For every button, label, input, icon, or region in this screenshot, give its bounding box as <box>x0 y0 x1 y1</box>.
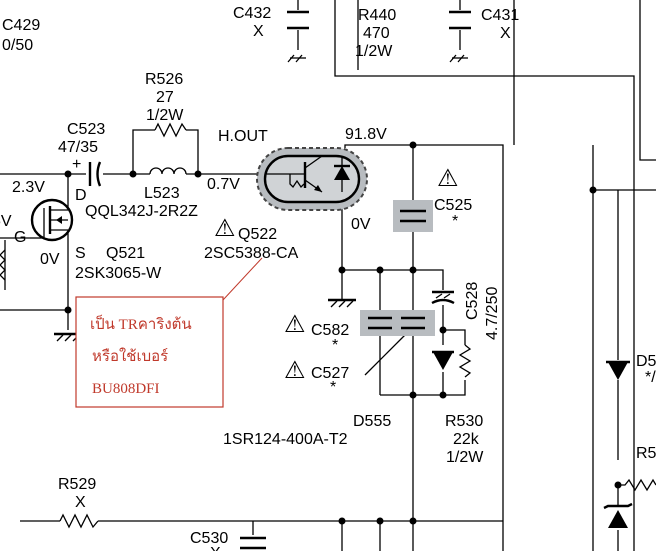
capacitor-c528-symbol <box>431 290 455 305</box>
resistor-left-partial-symbol <box>0 249 6 281</box>
label-91-8v: 91.8V <box>345 126 387 143</box>
label-pin-d: D <box>75 187 87 204</box>
capacitor-c431-symbol <box>449 10 471 63</box>
capacitor-c582-c527-symbol <box>360 310 435 336</box>
label-c527-mark: * <box>330 379 336 396</box>
label-0-7v: 0.7V <box>207 176 240 193</box>
annotation-box <box>75 296 224 408</box>
label-c525-ref: C525 <box>434 197 472 214</box>
label-d555-part: 1SR124-400A-T2 <box>223 431 348 448</box>
mosfet-q521-symbol <box>30 198 74 242</box>
capacitor-c525-symbol <box>393 200 433 232</box>
label-r529-value: X <box>75 494 86 511</box>
label-q521-ref: Q521 <box>106 245 145 262</box>
label-c530-value: X <box>210 545 221 551</box>
label-c429-ref: C429 <box>2 17 40 34</box>
resistor-r529-symbol <box>59 513 99 529</box>
label-r529-ref: R529 <box>58 476 96 493</box>
label-c523-value: 47/35 <box>58 139 98 156</box>
label-d5-partial-ref: D5 <box>636 353 656 370</box>
label-r440-ref: R440 <box>358 7 396 24</box>
warning-icon: ⚠ <box>437 164 459 192</box>
label-r440-value: 470 <box>363 25 390 42</box>
label-partial-v: 6V <box>0 213 12 230</box>
diode-d5-partial-symbol <box>606 360 630 380</box>
label-l523-ref: L523 <box>144 185 180 202</box>
warning-icon-group: ⚠ ⚠ ⚠ ⚠ <box>214 164 459 384</box>
label-r530-ref: R530 <box>445 413 483 430</box>
resistor-r526-symbol <box>154 122 187 138</box>
label-c582-ref: C582 <box>311 322 349 339</box>
resistor-r530-symbol <box>458 344 472 378</box>
label-pin-g: G <box>14 229 26 246</box>
capacitor-c530-symbol <box>240 536 266 550</box>
label-c530-ref: C530 <box>190 530 228 547</box>
label-q522-part: 2SC5388-CA <box>204 245 299 262</box>
annotation-callout: เป็น TRคาริงต้น หรือใช้เบอร์ BU808DFI <box>75 257 263 408</box>
warning-icon: ⚠ <box>214 214 236 242</box>
label-r526-ref: R526 <box>145 71 183 88</box>
annotation-line-3: BU808DFI <box>92 381 160 397</box>
label-c528-ref: C528 <box>464 282 481 320</box>
label-c582-mark: * <box>332 337 338 354</box>
label-c523-plus: + <box>72 156 81 173</box>
label-r526-rating: 1/2W <box>146 107 184 124</box>
inductor-l523-symbol <box>149 167 187 175</box>
label-d555-ref: D555 <box>353 413 391 430</box>
annotation-line-2: หรือใช้เบอร์ <box>92 347 168 365</box>
ground-q522-symbol <box>328 298 356 308</box>
warning-icon: ⚠ <box>284 310 306 338</box>
label-hout: H.OUT <box>218 128 268 145</box>
label-r526-value: 27 <box>156 89 174 106</box>
label-0v-gate: 0V <box>40 251 60 268</box>
diode-d555-symbol <box>432 350 454 370</box>
capacitor-c432-symbol <box>287 10 309 63</box>
label-c523-ref: C523 <box>67 121 105 138</box>
label-c528-value: 4.7/250 <box>484 287 501 340</box>
label-0v-emitter: 0V <box>351 216 371 233</box>
labels: C429 0/50 C432 X R440 470 1/2W C431 X R5… <box>0 5 656 551</box>
label-r5-partial-ref: R5 <box>636 445 656 462</box>
label-d5-partial-mark: */ <box>645 369 656 386</box>
warning-icon: ⚠ <box>284 356 306 384</box>
transistor-q522-symbol <box>256 147 368 211</box>
label-l523-part: QQL342J-2R2Z <box>85 203 198 220</box>
annotation-line-1: เป็น TRคาริงต้น <box>90 314 192 333</box>
label-c432-ref: C432 <box>233 5 271 22</box>
label-c527-ref: C527 <box>311 365 349 382</box>
label-q521-part: 2SK3065-W <box>75 265 162 282</box>
label-q522-ref: Q522 <box>238 226 277 243</box>
label-c431-value: X <box>500 25 511 42</box>
label-c431-ref: C431 <box>481 7 519 24</box>
label-c525-mark: * <box>452 213 458 230</box>
label-c432-value: X <box>253 23 264 40</box>
label-r440-rating: 1/2W <box>355 43 393 60</box>
label-c429-value: 0/50 <box>2 37 33 54</box>
label-r530-rating: 1/2W <box>446 449 484 466</box>
zener-bottom-right-symbol <box>603 502 633 528</box>
label-pin-s: S <box>75 245 86 262</box>
capacitor-c523-symbol <box>88 161 102 187</box>
label-2-3v: 2.3V <box>12 179 45 196</box>
resistor-r5-partial-symbol <box>618 478 656 492</box>
label-r530-value: 22k <box>453 431 480 448</box>
annotation-arrow <box>222 257 263 301</box>
